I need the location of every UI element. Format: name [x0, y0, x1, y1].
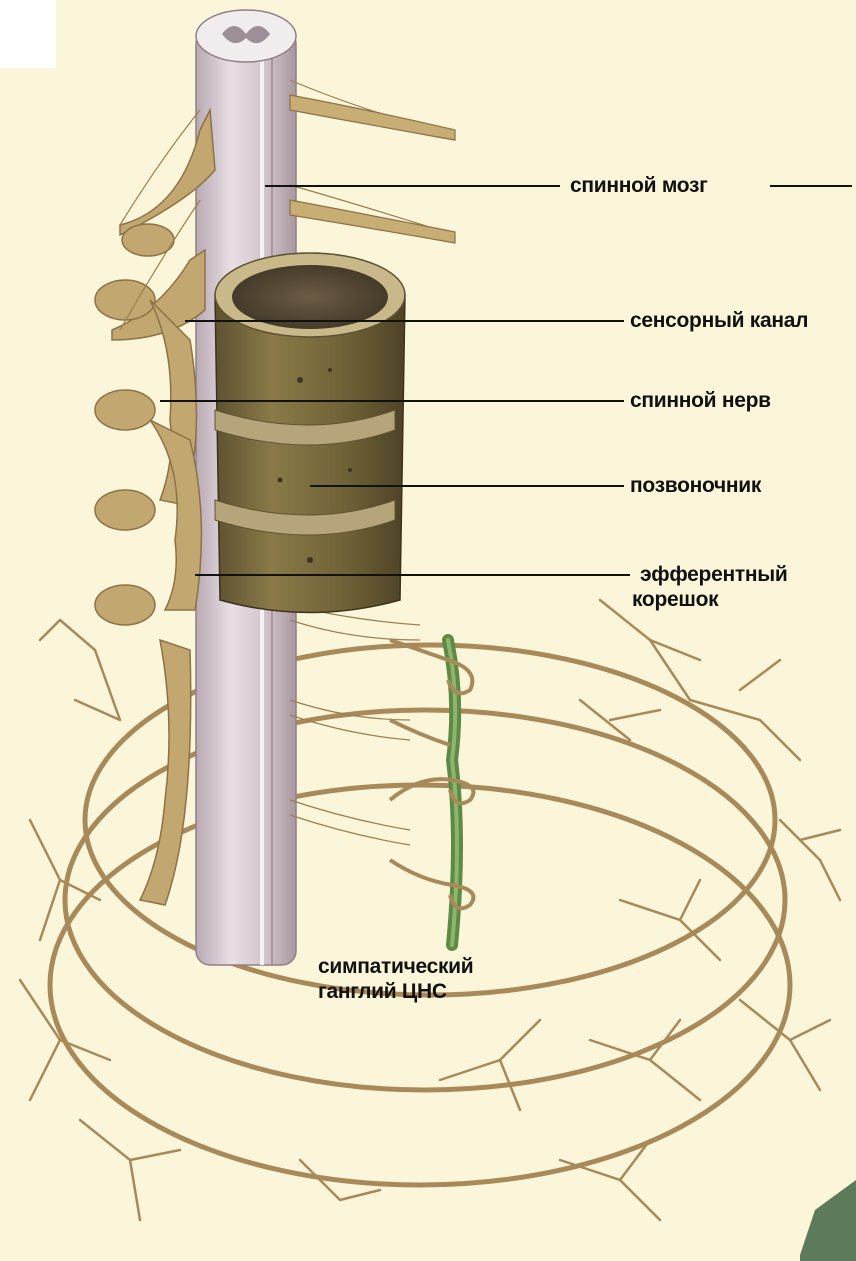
label-sensory-canal: сенсорный канал — [630, 309, 808, 333]
label-ganglion-line1: симпатический — [318, 955, 473, 979]
label-ganglion-line2: ганглий ЦНС — [318, 980, 447, 1004]
label-vertebra: позвоночник — [630, 474, 761, 498]
nerve-branches — [20, 600, 840, 1220]
nerve-root-spikes-right — [290, 95, 455, 243]
vertebra — [215, 253, 405, 613]
sympathetic-trunk — [390, 640, 473, 945]
peripheral-nerve-rings — [50, 645, 790, 1185]
corner-fragment — [800, 1180, 856, 1261]
label-spinal-cord: спинной мозг — [570, 174, 708, 198]
label-efferent-root-line1: эфферентный — [640, 563, 787, 587]
label-spinal-nerve: спинной нерв — [630, 389, 771, 413]
label-efferent-root-line2: корешок — [632, 588, 718, 612]
